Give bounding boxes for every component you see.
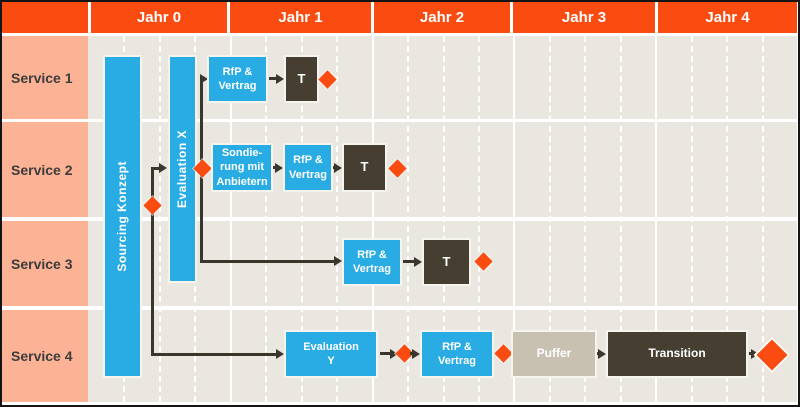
- row-separator: [88, 306, 797, 310]
- activity-evaluation-x-label: Evaluation X: [174, 129, 189, 209]
- service-row-label-3: Service 3: [2, 221, 88, 306]
- connector-line: [380, 352, 391, 355]
- arrowhead-icon: [390, 349, 398, 359]
- activity-transition-s1: T: [284, 55, 319, 103]
- arrowhead-icon: [276, 74, 284, 84]
- activity-evaluation-y-s4: Evaluation Y: [284, 330, 378, 378]
- connector-line: [410, 352, 413, 355]
- arrowhead-icon: [275, 163, 283, 173]
- header-year-2: Jahr 2: [374, 2, 510, 33]
- service-row-label-2: Service 2: [2, 122, 88, 217]
- arrowhead-icon: [334, 163, 342, 173]
- header-year-4: Jahr 4: [658, 2, 797, 33]
- activity-sondierung-s2: Sondie- rung mit Anbietern: [211, 143, 273, 192]
- connector-line: [151, 353, 276, 356]
- activity-rfp-vertrag-s1: RfP & Vertrag: [207, 55, 268, 103]
- service-row-label-1: Service 1: [2, 36, 88, 119]
- arrowhead-icon: [414, 257, 422, 267]
- arrowhead-icon: [200, 74, 208, 84]
- activity-transition-s4: Transition: [606, 330, 748, 378]
- header-year-1: Jahr 1: [230, 2, 371, 33]
- connector-line: [200, 260, 334, 263]
- arrowhead-icon: [598, 349, 606, 359]
- row-separator: [88, 119, 797, 122]
- arrowhead-icon: [334, 256, 342, 266]
- arrowhead-icon: [159, 163, 167, 173]
- activity-sourcing-konzept-label: Sourcing Konzept: [114, 161, 129, 272]
- header-corner-cell: [2, 2, 88, 33]
- arrowhead-icon: [276, 349, 284, 359]
- connector-line: [749, 352, 752, 355]
- activity-rfp-vertrag-s4: RfP & Vertrag: [420, 330, 494, 378]
- connector-line: [403, 260, 415, 263]
- row-separator: [88, 217, 797, 221]
- activity-sourcing-konzept: Sourcing Konzept: [103, 55, 142, 378]
- header-year-3: Jahr 3: [513, 2, 655, 33]
- header-year-0: Jahr 0: [91, 2, 227, 33]
- activity-rfp-vertrag-s3: RfP & Vertrag: [342, 238, 402, 286]
- activity-rfp-vertrag-s2: RfP & Vertrag: [283, 143, 333, 192]
- activity-puffer-s4: Puffer: [511, 330, 597, 378]
- connector-line: [151, 167, 154, 356]
- arrowhead-icon: [412, 349, 420, 359]
- activity-evaluation-x: Evaluation X: [168, 55, 197, 283]
- activity-transition-s2: T: [342, 143, 387, 192]
- connector-line: [269, 77, 277, 80]
- activity-transition-s3: T: [422, 238, 471, 286]
- service-row-label-4: Service 4: [2, 310, 88, 402]
- connector-line: [153, 167, 159, 170]
